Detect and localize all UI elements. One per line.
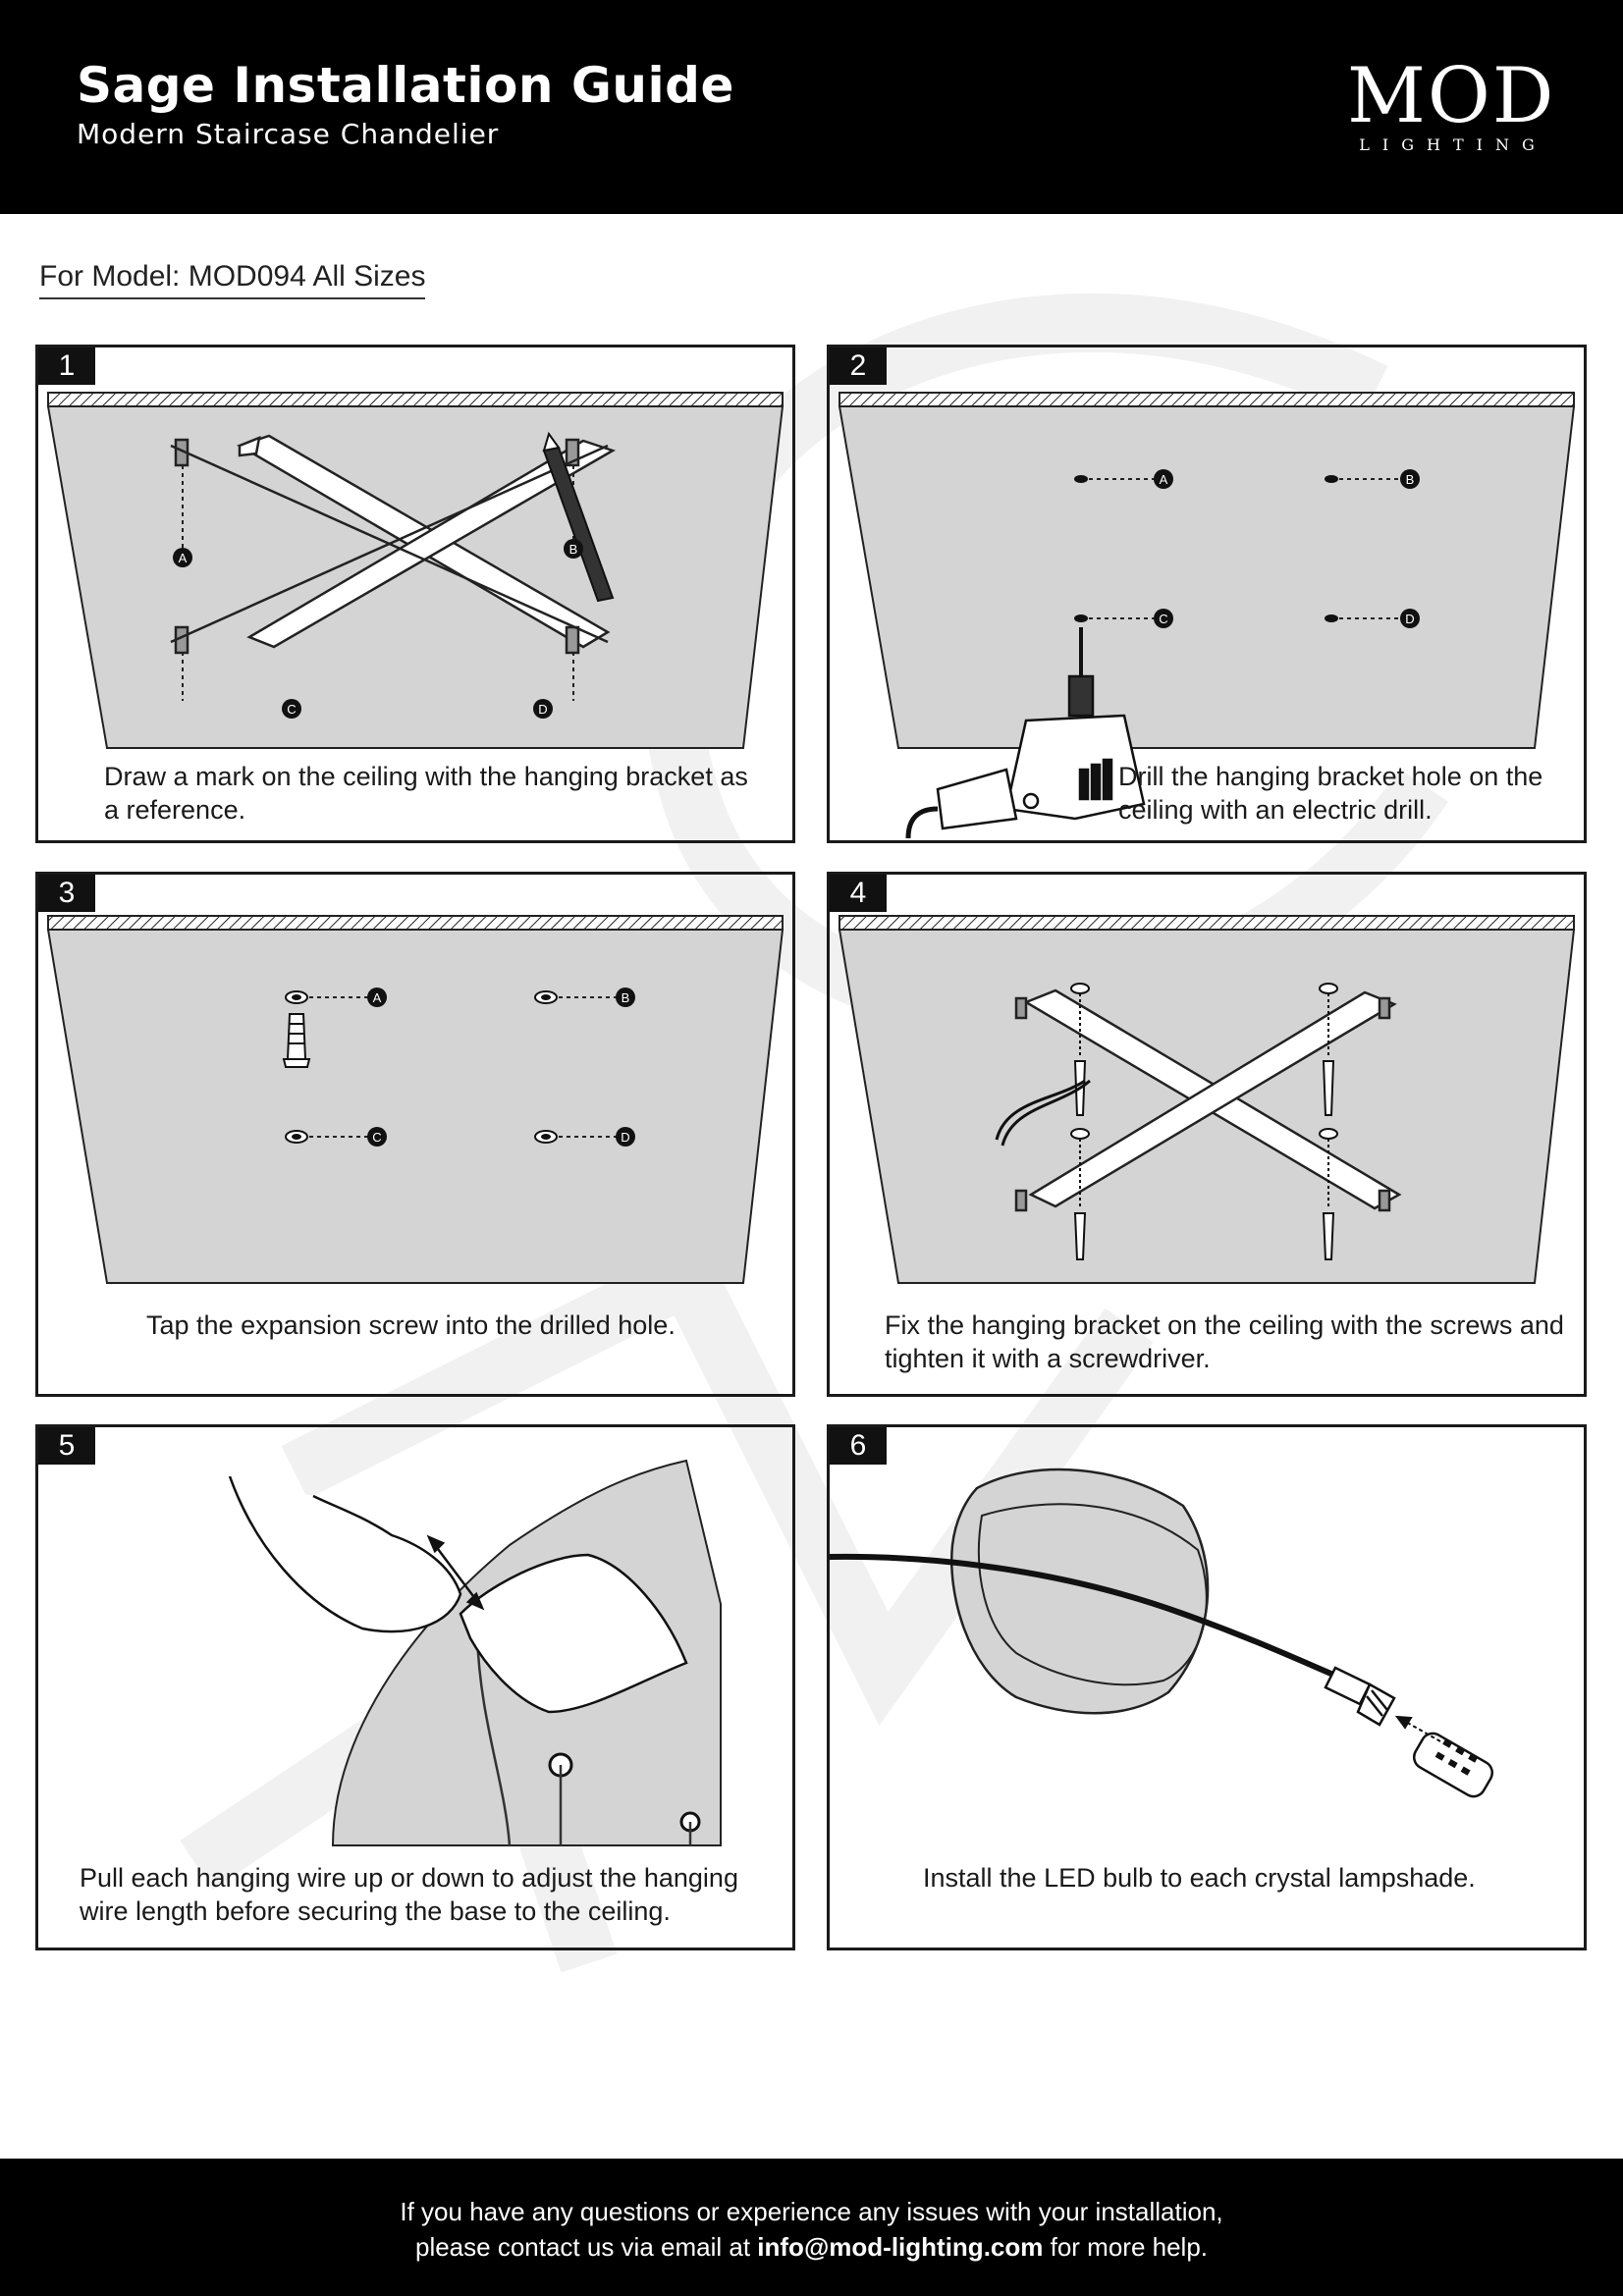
step-caption: Pull each hanging wire up or down to adj… bbox=[80, 1863, 738, 1926]
step-caption: Draw a mark on the ceiling with the hang… bbox=[104, 762, 748, 825]
marker-b: B bbox=[616, 988, 635, 1007]
mark-guides bbox=[1089, 478, 1409, 619]
step-3-illustration: A B C D bbox=[46, 915, 784, 1284]
marker-d: D bbox=[1400, 609, 1420, 628]
marker-a: A bbox=[173, 548, 192, 567]
step-2-illustration: A B C D bbox=[838, 392, 1576, 839]
screw-icons bbox=[1070, 983, 1338, 1260]
logo-tagline: LIGHTING bbox=[1359, 135, 1547, 154]
marker-c: C bbox=[1154, 609, 1173, 628]
ceiling-edge bbox=[47, 915, 784, 931]
ceiling-edge bbox=[839, 392, 1575, 407]
expansion-screw-icon bbox=[282, 1013, 311, 1068]
marker-a: A bbox=[367, 988, 387, 1007]
electric-drill-icon bbox=[905, 627, 1146, 839]
hanging-bracket-icon bbox=[170, 434, 617, 655]
hand-right-icon bbox=[459, 1553, 688, 1714]
hanging-wires bbox=[475, 1634, 692, 1846]
power-cable bbox=[830, 1553, 1342, 1681]
footer-line-2: please contact us via email at info@mod-… bbox=[0, 2229, 1623, 2265]
marker-d: D bbox=[616, 1127, 635, 1147]
marker-c: C bbox=[367, 1127, 387, 1147]
ceiling-edge bbox=[839, 915, 1575, 931]
marker-d: D bbox=[533, 699, 553, 719]
ceiling-surface bbox=[46, 405, 784, 749]
step-caption: Drill the hanging bracket hole on the ce… bbox=[1118, 762, 1543, 825]
svg-text:C: C bbox=[1159, 612, 1167, 626]
step-4-panel: 4 Fix the hanging bracket on the ceiling… bbox=[827, 872, 1587, 1397]
step-number: 6 bbox=[830, 1427, 887, 1465]
hanging-bracket-icon bbox=[1014, 988, 1402, 1212]
ceiling-surface bbox=[838, 405, 1576, 749]
hand-left-icon bbox=[228, 1475, 462, 1633]
svg-text:A: A bbox=[1160, 472, 1168, 487]
marker-c: C bbox=[282, 699, 301, 719]
svg-text:C: C bbox=[287, 702, 296, 717]
mark-guides bbox=[309, 996, 623, 1138]
step-number: 4 bbox=[830, 875, 887, 912]
power-wire-icon bbox=[995, 1079, 1091, 1147]
marker-b: B bbox=[1400, 469, 1420, 489]
lampshade-outline bbox=[977, 1503, 1208, 1686]
step-6-illustration bbox=[830, 1468, 1493, 1798]
step-5-panel: 5 Pull each hanging wire up or down to a… bbox=[35, 1424, 795, 1950]
marker-b: B bbox=[564, 539, 583, 559]
footer-suffix: for more help. bbox=[1050, 2232, 1209, 2262]
step-number: 2 bbox=[830, 347, 887, 385]
mod-lighting-logo: MOD LIGHTING bbox=[1347, 55, 1553, 163]
svg-text:D: D bbox=[538, 702, 547, 717]
led-bulb-icon bbox=[1413, 1732, 1493, 1798]
footer-line-1: If you have any questions or experience … bbox=[400, 2197, 1223, 2226]
step-1-illustration: A B C D bbox=[46, 392, 784, 749]
svg-text:B: B bbox=[1406, 472, 1415, 487]
header-bar: Sage Installation Guide Modern Staircase… bbox=[0, 0, 1623, 214]
footer-bar: If you have any questions or experience … bbox=[0, 2159, 1623, 2296]
step-number: 1 bbox=[38, 347, 95, 385]
insert-arrow-icon bbox=[1394, 1715, 1441, 1742]
ceiling-surface bbox=[46, 929, 784, 1284]
step-4-illustration bbox=[838, 915, 1576, 1284]
step-number: 3 bbox=[38, 875, 95, 912]
step-caption: Fix the hanging bracket on the ceiling w… bbox=[885, 1310, 1564, 1373]
svg-text:D: D bbox=[1405, 612, 1414, 626]
svg-text:B: B bbox=[569, 542, 578, 557]
step-1-panel: A B C D 1 Draw a mark on the ceiling wit… bbox=[35, 345, 795, 843]
support-email-link[interactable]: info@mod-lighting.com bbox=[757, 2232, 1044, 2262]
model-label: For Model: MOD094 All Sizes bbox=[39, 260, 426, 299]
svg-text:C: C bbox=[372, 1130, 381, 1145]
step-2-panel: A B C D 2 Drill the hanging bracket hole… bbox=[827, 345, 1587, 843]
logo-wordmark: MOD bbox=[1347, 52, 1556, 140]
adjust-arrow-icon bbox=[426, 1534, 485, 1611]
mark-guides bbox=[182, 465, 574, 701]
footer-prefix: please contact us via email at bbox=[414, 2232, 751, 2262]
guide-title: Sage Installation Guide bbox=[77, 57, 734, 114]
marker-a: A bbox=[1154, 469, 1173, 489]
svg-text:D: D bbox=[621, 1130, 629, 1145]
guide-subtitle: Modern Staircase Chandelier bbox=[77, 118, 500, 150]
drill-marks bbox=[1074, 475, 1338, 622]
step-caption: Install the LED bulb to each crystal lam… bbox=[923, 1863, 1476, 1893]
svg-text:A: A bbox=[179, 551, 188, 565]
step-number: 5 bbox=[38, 1427, 95, 1465]
svg-text:B: B bbox=[622, 990, 630, 1005]
step-caption: Tap the expansion screw into the drilled… bbox=[146, 1310, 676, 1340]
bulb-socket-icon bbox=[1324, 1666, 1396, 1727]
step-5-illustration bbox=[228, 1459, 722, 1846]
step-6-panel: 6 Install the LED bulb to each crystal l… bbox=[827, 1424, 1587, 1950]
step-3-panel: A B C D 3 Tap the expansion screw into t… bbox=[35, 872, 795, 1397]
svg-text:A: A bbox=[373, 990, 382, 1005]
ceiling-edge bbox=[47, 392, 784, 407]
